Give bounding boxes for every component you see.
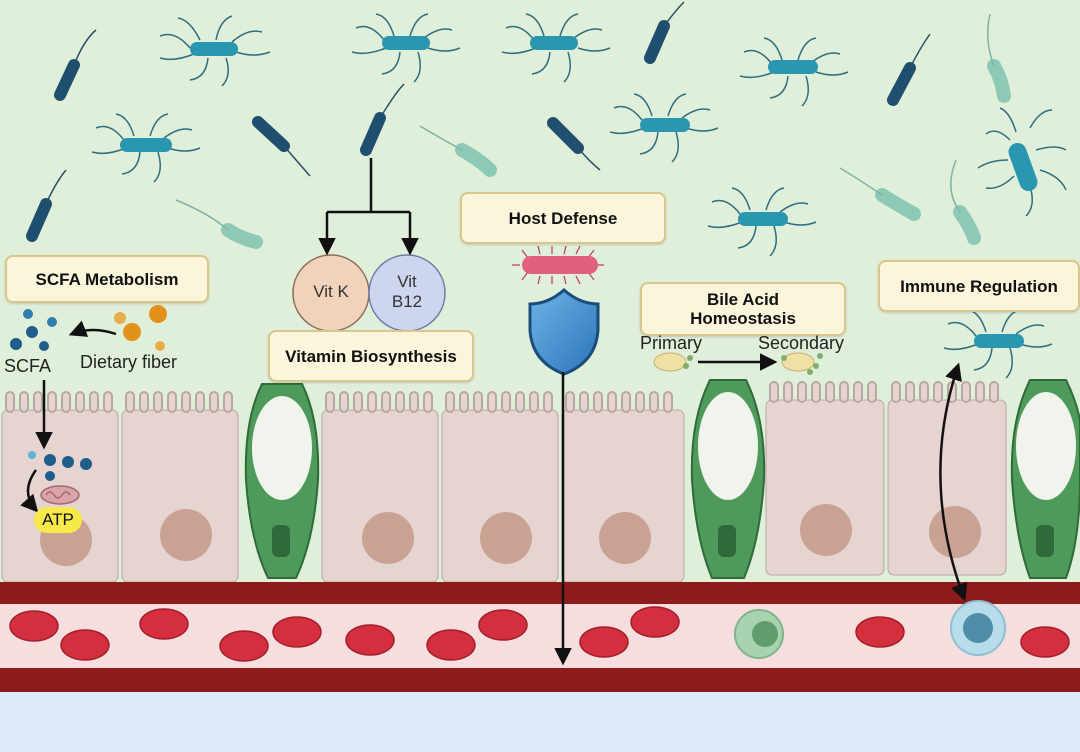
dietary-fiber-text: Dietary fiber: [80, 352, 178, 372]
vit-k-text: Vit K: [313, 282, 349, 301]
mitochondrion: [40, 485, 80, 505]
bile-acid-label-line2: Homeostasis: [690, 309, 796, 328]
arrows: [20, 158, 968, 666]
submucosa-area: [0, 692, 1080, 752]
enterocyte: [765, 399, 885, 576]
dietary-fiber-particles: [114, 305, 167, 351]
rod-bacteria: [26, 1, 931, 242]
vit-b12-line1: Vit: [397, 272, 417, 291]
bile-acid-homeostasis-label: Bile Acid Homeostasis: [640, 282, 846, 336]
enterocyte: [887, 399, 1007, 576]
bile-acid-label-line1: Bile Acid: [706, 290, 780, 309]
enterocyte: [441, 409, 559, 583]
immune-cells: [734, 600, 1006, 659]
goblet-cell: [1010, 379, 1080, 579]
vit-b12-text: Vit B12: [377, 272, 437, 312]
atp-arrow: [20, 469, 39, 513]
vit-b12-line2: B12: [391, 292, 423, 311]
fiber-to-scfa-arrow: [68, 320, 117, 337]
scfa-text: SCFA: [4, 356, 52, 376]
enterocyte: [321, 409, 439, 583]
red-blood-cells: [9, 606, 1070, 662]
vitamin-biosynthesis-label: Vitamin Biosynthesis: [268, 330, 474, 382]
enterocyte: [561, 409, 685, 583]
secondary-text: Secondary: [758, 333, 845, 353]
scfa-metabolism-label: SCFA Metabolism: [5, 255, 209, 303]
curved-bacteria: [175, 13, 1011, 249]
flagellated-bacteria: [91, 13, 1067, 379]
immune-regulation-label: Immune Regulation: [878, 260, 1080, 312]
epithelial-layer: [1, 381, 1007, 583]
primary-bile-acid: [653, 352, 693, 372]
host-defense-label: Host Defense: [460, 192, 666, 244]
pathogen-bacterium: [512, 245, 604, 285]
primary-text: Primary: [640, 333, 702, 353]
atp-badge: ATP: [34, 507, 82, 533]
immune-bidirectional-arrow: [939, 362, 968, 602]
secondary-bile-acid: [781, 352, 823, 375]
goblet-cell: [690, 379, 766, 579]
scfa-particles: [10, 309, 92, 481]
enterocyte: [121, 409, 239, 583]
goblet-cell: [244, 383, 320, 579]
